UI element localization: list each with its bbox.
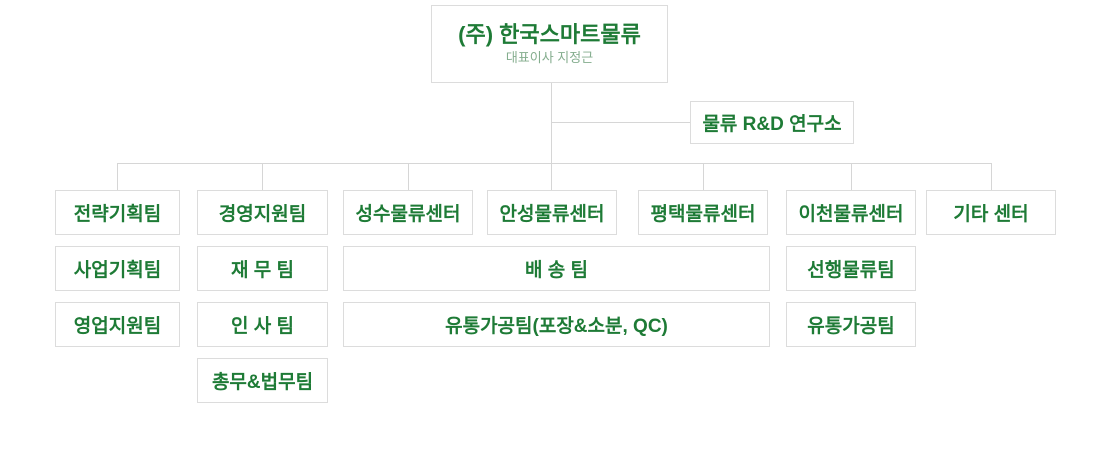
- team-box-processing: 유통가공팀: [786, 302, 916, 347]
- center-box-pyeongtaek: 평택물류센터: [638, 190, 768, 235]
- team-box-sales-support: 영업지원팀: [55, 302, 180, 347]
- center-box-anseong: 안성물류센터: [487, 190, 617, 235]
- company-ceo: 대표이사 지정근: [505, 49, 594, 65]
- connector-drop-icheon: [851, 163, 852, 190]
- connector-drop-planning: [117, 163, 118, 190]
- connector-drop-other: [991, 163, 992, 190]
- center-box-other: 기타 센터: [926, 190, 1056, 235]
- center-box-seongsu: 성수물류센터: [343, 190, 473, 235]
- team-box-delivery: 배 송 팀: [343, 246, 770, 291]
- team-box-processing-qc: 유통가공팀(포장&소분, QC): [343, 302, 770, 347]
- connector-bus: [117, 163, 991, 164]
- connector-drop-seongsu: [408, 163, 409, 190]
- team-box-business-planning: 사업기획팀: [55, 246, 180, 291]
- company-box: (주) 한국스마트물류 대표이사 지정근: [431, 5, 668, 83]
- connector-drop-pyeongtaek: [703, 163, 704, 190]
- team-box-general-legal: 총무&법무팀: [197, 358, 328, 403]
- company-name: (주) 한국스마트물류: [458, 21, 641, 47]
- team-box-management-support: 경영지원팀: [197, 190, 328, 235]
- connector-rnd-branch: [551, 122, 690, 123]
- connector-trunk: [551, 83, 552, 190]
- team-box-finance: 재 무 팀: [197, 246, 328, 291]
- team-box-hr: 인 사 팀: [197, 302, 328, 347]
- team-box-strategy-planning: 전략기획팀: [55, 190, 180, 235]
- center-box-icheon: 이천물류센터: [786, 190, 916, 235]
- connector-drop-support: [262, 163, 263, 190]
- team-box-advance-logistics: 선행물류팀: [786, 246, 916, 291]
- research-lab-box: 물류 R&D 연구소: [690, 101, 854, 144]
